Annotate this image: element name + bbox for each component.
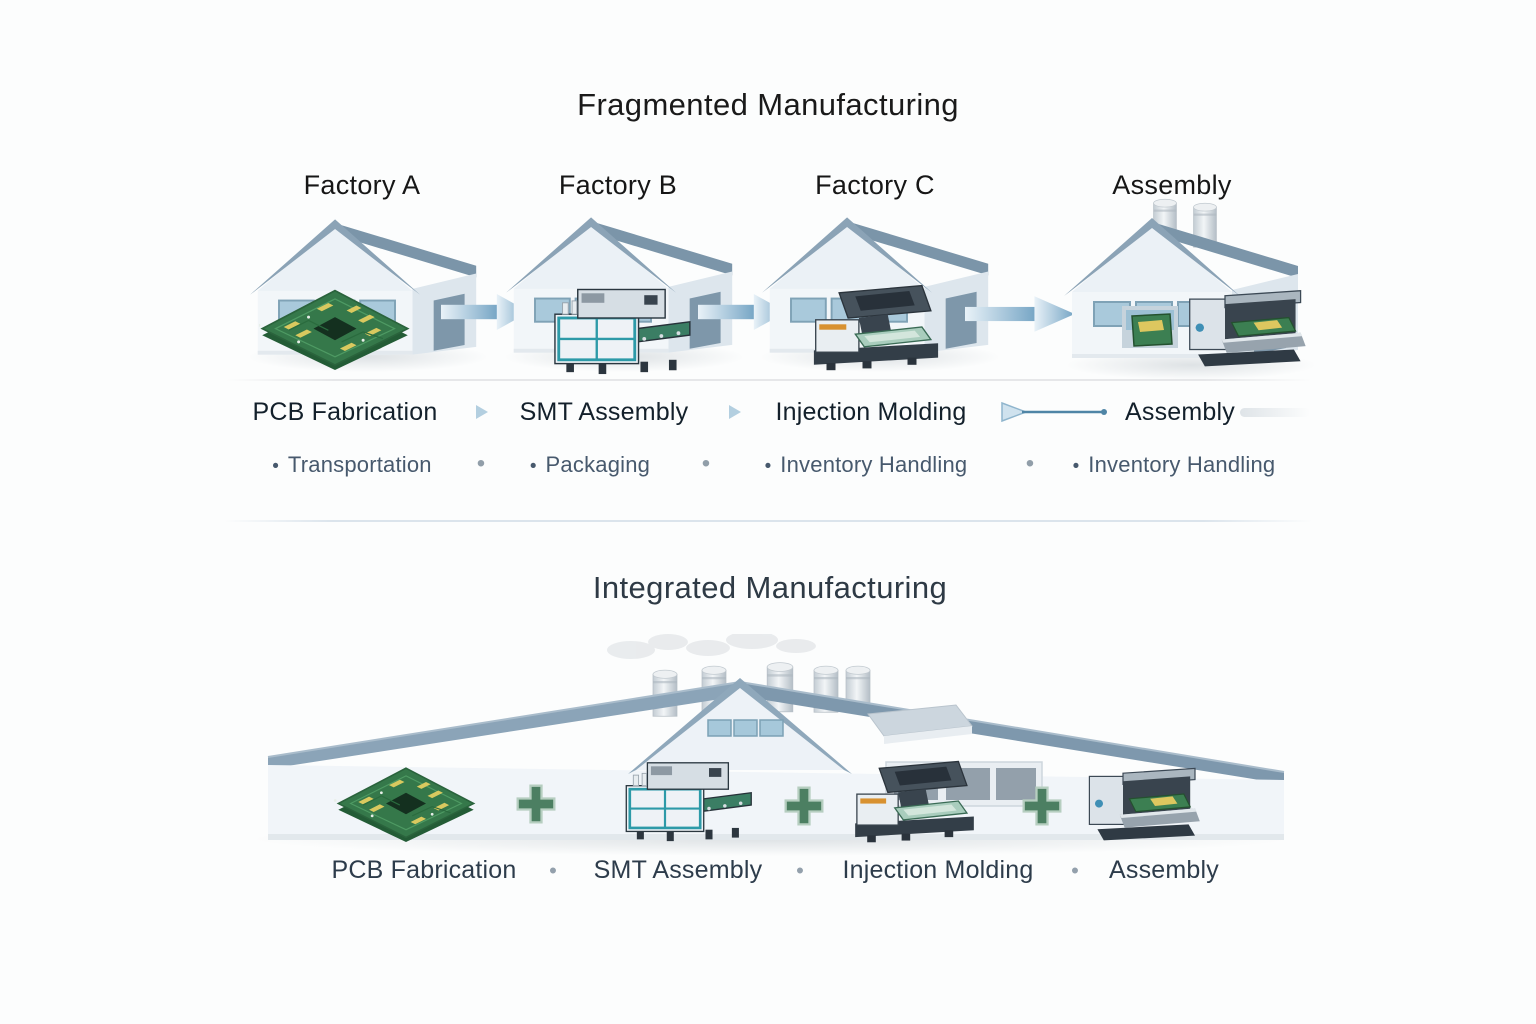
section-divider xyxy=(224,520,1312,522)
assembly-machine-icon xyxy=(1088,767,1201,842)
process-injection-molding: Injection Molding xyxy=(775,398,967,426)
fragmented-title: Fragmented Manufacturing xyxy=(577,87,959,122)
cost-transportation: • Transportation xyxy=(272,452,432,478)
process-smt-assembly: SMT Assembly xyxy=(519,398,689,426)
chevron-right-icon xyxy=(474,403,490,421)
integrated-process-assembly: Assembly xyxy=(1109,856,1219,884)
smoke-puffs xyxy=(607,634,816,659)
dot-separator-icon: • xyxy=(476,450,486,477)
bullet-icon: • xyxy=(764,456,772,477)
dot-separator-icon: • xyxy=(549,858,557,883)
integrated-process-injection-molding: Injection Molding xyxy=(842,856,1034,884)
bullet-icon: • xyxy=(272,456,279,477)
integrated-title: Integrated Manufacturing xyxy=(592,570,948,605)
dot-separator-icon: • xyxy=(796,858,804,883)
dot-separator-icon: • xyxy=(701,450,711,477)
line-arrow-icon xyxy=(1001,401,1107,423)
factory-c-label: Factory C xyxy=(815,170,935,200)
integrated-factory-illustration xyxy=(267,634,1285,844)
integrated-process-pcb-fabrication: PCB Fabrication xyxy=(331,856,517,884)
bullet-icon: • xyxy=(529,456,537,477)
assembly-factory-label: Assembly xyxy=(1112,170,1232,200)
cost-label: Inventory Handling xyxy=(1088,452,1276,477)
factory-b-label: Factory B xyxy=(558,170,678,200)
cost-inventory-handling-2: • Inventory Handling xyxy=(1073,452,1276,478)
factory-a-label: Factory A xyxy=(303,170,421,200)
fade-swoosh xyxy=(1240,408,1310,417)
process-assembly: Assembly xyxy=(1125,398,1235,426)
cost-packaging: • Packaging xyxy=(530,452,650,478)
cost-label: Packaging xyxy=(545,452,651,477)
assembly-machine-icon xyxy=(1178,284,1314,368)
flow-arrow-icon xyxy=(965,291,1077,337)
section-divider xyxy=(226,379,1312,381)
dot-separator-icon: • xyxy=(1071,858,1079,883)
dot-separator-icon: • xyxy=(1025,450,1035,477)
chevron-right-icon xyxy=(727,403,743,421)
integrated-process-smt-assembly: SMT Assembly xyxy=(593,856,763,884)
cost-label: Transportation xyxy=(287,452,432,477)
molding-machine-icon xyxy=(800,282,952,372)
process-pcb-fabrication: PCB Fabrication xyxy=(252,398,438,426)
smt-machine-icon xyxy=(543,280,698,375)
pcb-board-icon xyxy=(246,284,424,370)
cost-inventory-handling-1: • Inventory Handling xyxy=(765,452,968,478)
bullet-icon: • xyxy=(1072,456,1080,477)
cost-label: Inventory Handling xyxy=(780,452,968,477)
assembly-factory-illustration xyxy=(1064,198,1299,359)
molding-machine-icon xyxy=(854,760,975,844)
